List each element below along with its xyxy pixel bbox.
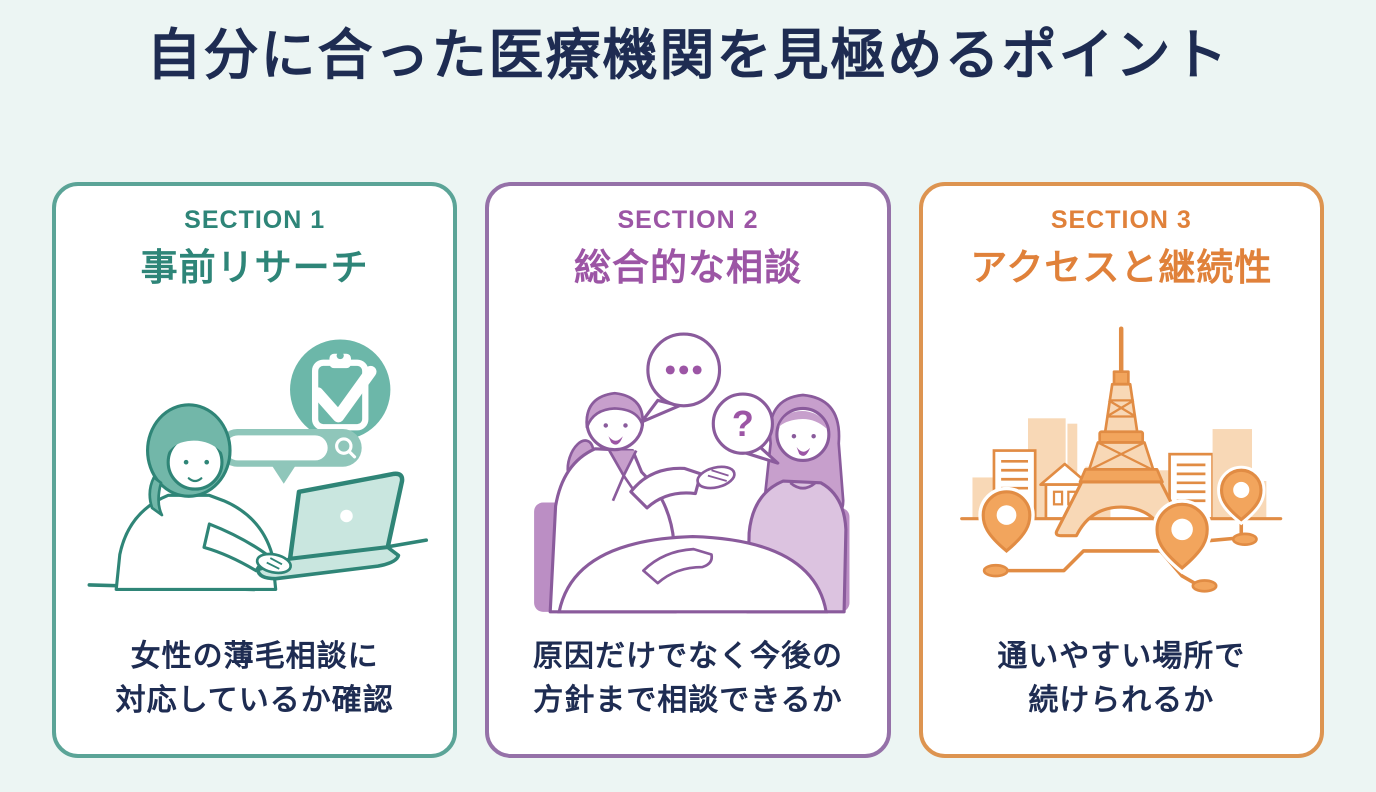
card-comprehensive-consultation: SECTION 2 総合的な相談	[485, 182, 891, 758]
typing-hand	[202, 522, 293, 575]
table	[557, 535, 828, 614]
infographic-page: 自分に合った医療機関を見極めるポイント SECTION 1 事前リサーチ	[0, 24, 1376, 792]
city-map-svg	[960, 326, 1283, 593]
illustration-city-access	[935, 297, 1308, 631]
cards-row: SECTION 1 事前リサーチ	[52, 182, 1324, 758]
search-bar-icon	[218, 429, 363, 484]
card-access-continuity: SECTION 3 アクセスと継続性	[918, 182, 1324, 758]
section-heading: 事前リサーチ	[140, 247, 369, 288]
laptop-icon	[256, 471, 405, 581]
section-label: SECTION 3	[1050, 206, 1192, 234]
magnifier-icon	[335, 437, 353, 455]
desc-line-1: 女性の薄毛相談に	[130, 640, 379, 673]
page-title: 自分に合った医療機関を見極めるポイント	[146, 24, 1230, 86]
speech-bubble-question-icon: ?	[711, 392, 780, 465]
illustration-woman-researching	[68, 297, 441, 631]
section-heading: アクセスと継続性	[970, 247, 1273, 288]
resting-forearm	[641, 547, 713, 585]
woman-figure	[115, 403, 278, 592]
desc-line-2: 対応しているか確認	[115, 683, 394, 717]
consultation-svg: ?	[533, 332, 850, 614]
section-description: 原因だけでなく今後の 方針まで相談できるか	[533, 635, 843, 722]
section-description: 女性の薄毛相談に 対応しているか確認	[116, 635, 394, 722]
section-description: 通いやすい場所で 続けられるか	[997, 635, 1245, 722]
map-pin-icon	[1152, 499, 1213, 575]
speech-bubble-dots-icon	[639, 332, 721, 424]
card-advance-research: SECTION 1 事前リサーチ	[52, 182, 458, 758]
route-node	[982, 563, 1009, 578]
section-label: SECTION 2	[617, 206, 759, 234]
desc-line-1: 通いやすい場所で	[997, 640, 1246, 673]
map-pin-icon	[978, 486, 1035, 558]
route-node	[1231, 532, 1258, 546]
question-mark: ?	[732, 404, 754, 444]
route-node	[1191, 579, 1218, 593]
illustration-consultation: ?	[501, 297, 874, 631]
desc-line-2: 方針まで相談できるか	[533, 683, 843, 717]
clipboard-check-icon	[290, 339, 391, 440]
tower-icon	[1054, 326, 1188, 538]
map-pin-icon	[1217, 465, 1266, 526]
desc-line-2: 続けられるか	[1028, 683, 1215, 717]
woman-laptop-svg	[88, 339, 429, 592]
section-label: SECTION 1	[184, 206, 326, 234]
section-heading: 総合的な相談	[573, 247, 802, 288]
desc-line-1: 原因だけでなく今後の	[532, 640, 843, 673]
